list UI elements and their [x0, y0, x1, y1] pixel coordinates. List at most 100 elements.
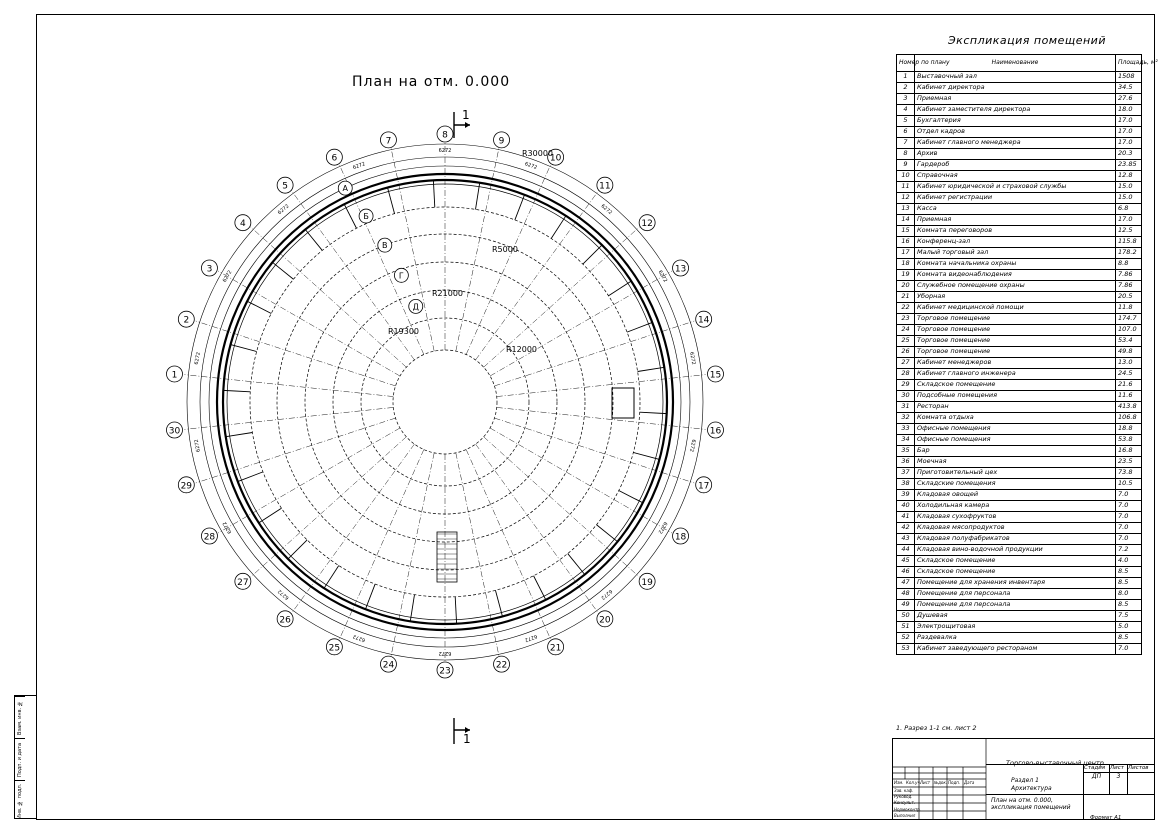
plan-labels: АБВГДR30000R5000R21000R19300R12000627262…: [194, 148, 696, 656]
axis-bubble: [493, 131, 510, 149]
room-area: 7.86: [1115, 280, 1142, 292]
stage-value: ДП: [1091, 773, 1102, 780]
room-area: 8.5: [1115, 577, 1142, 589]
room-number: 2: [896, 82, 915, 94]
axis-bubble: [672, 527, 689, 545]
radial-axis-line: [494, 320, 695, 387]
partition-wall: [550, 215, 567, 239]
room-number: 3: [896, 93, 915, 105]
room-number: 31: [896, 401, 915, 413]
radial-axis-line: [475, 443, 600, 615]
stamp-field-inventory: Инв. № подл.: [15, 780, 25, 822]
radial-axis-line: [250, 226, 407, 368]
room-name: Торговое помещение: [914, 335, 1116, 347]
axis-number: 8: [442, 131, 448, 141]
partition-wall: [475, 182, 481, 210]
room-area: 17.0: [1115, 214, 1142, 226]
axis-number: 3: [207, 265, 213, 275]
title-block-col-label: №док.: [934, 780, 948, 785]
floor-plan: 1234567891011121314151617181920212223242…: [166, 125, 724, 679]
axis-number: 29: [181, 481, 193, 491]
partition-wall: [272, 261, 294, 280]
room-number: 38: [896, 478, 915, 490]
room-number: 20: [896, 280, 915, 292]
partition-wall: [323, 565, 340, 589]
room-area: 7.86: [1115, 269, 1142, 281]
dimension-label: 6272: [277, 588, 291, 601]
room-name: Помещение для персонала: [914, 599, 1116, 611]
room-name: Кабинет регистрации: [914, 192, 1116, 204]
room-name: Офисные помещения: [914, 434, 1116, 446]
room-area: 6.8: [1115, 203, 1142, 215]
axis-number: 5: [282, 182, 288, 192]
axis-number: 2: [183, 316, 189, 326]
partition-wall: [567, 553, 586, 575]
room-name: Кабинет медицинской помощи: [914, 302, 1116, 314]
room-name: Малый торговый зал: [914, 247, 1116, 259]
axis-bubble: [166, 365, 183, 383]
stamp-field-replace: Взам. инв. №: [15, 696, 25, 738]
partition-wall: [237, 471, 264, 482]
plan-ring: [199, 156, 691, 648]
room-number: 40: [896, 500, 915, 512]
room-area: 17.0: [1115, 137, 1142, 149]
title-block-col-label: Подп.: [948, 780, 961, 785]
radial-axis-line: [465, 449, 552, 642]
room-number: 27: [896, 357, 915, 369]
axis-bubble: [177, 310, 195, 328]
room-number: 49: [896, 599, 915, 611]
room-area: 15.0: [1115, 181, 1142, 193]
partition-wall: [432, 180, 436, 208]
axis-bubble: [695, 476, 713, 494]
dimension-label: 6272: [524, 161, 538, 171]
partition-wall: [514, 194, 525, 221]
room-number: 16: [896, 236, 915, 248]
ring-letter-bubble: [393, 267, 409, 283]
room-number: 51: [896, 621, 915, 633]
room-area: 5.0: [1115, 621, 1142, 633]
dimension-label: 6272: [439, 650, 452, 656]
dimension-label: 6272: [524, 633, 538, 643]
room-name: Кладовая овощей: [914, 489, 1116, 501]
room-number: 47: [896, 577, 915, 589]
room-area: 20.3: [1115, 148, 1142, 160]
room-name: Помещение для персонала: [914, 588, 1116, 600]
title-block-col-label: Дата: [964, 780, 975, 785]
ring-letter-bubble: [377, 237, 393, 253]
partition-wall: [365, 583, 376, 610]
room-name: Раздевалка: [914, 632, 1116, 644]
room-number: 46: [896, 566, 915, 578]
room-name: Торговое помещение: [914, 346, 1116, 358]
room-name: Приемная: [914, 214, 1116, 226]
col-area: Площадь, м²: [1115, 54, 1158, 72]
room-name: Кладовая мясопродуктов: [914, 522, 1116, 534]
room-name: Комната переговоров: [914, 225, 1116, 237]
room-number: 48: [896, 588, 915, 600]
left-stamp: Взам. инв. № Подп. и дата Инв. № подл.: [14, 695, 36, 822]
room-name: Комната отдыха: [914, 412, 1116, 424]
plan-ring: [186, 143, 704, 661]
plan-title: План на отм. 0.000: [352, 74, 511, 90]
room-name: Складские помещения: [914, 478, 1116, 490]
axis-number: 27: [237, 578, 248, 588]
room-area: 7.0: [1115, 511, 1142, 523]
room-name: Бар: [914, 445, 1116, 457]
radial-axis-line: [217, 427, 401, 534]
axis-bubble: [234, 572, 252, 590]
room-area: 106.8: [1115, 412, 1142, 424]
stamp-field-sign: Подп. и дата: [15, 738, 25, 780]
section-name: Раздел 1 Архитектура: [1011, 777, 1052, 792]
room-name: Приготовительный цех: [914, 467, 1116, 479]
room-area: 16.8: [1115, 445, 1142, 457]
room-area: 53.8: [1115, 434, 1142, 446]
radial-axis-line: [483, 436, 640, 578]
sheet-label: Лист: [1110, 765, 1124, 771]
radial-axis-line: [455, 452, 500, 659]
